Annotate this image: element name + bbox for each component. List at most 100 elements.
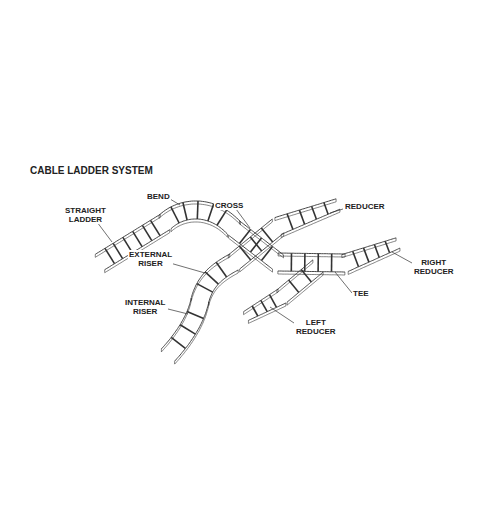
ladder-stroke	[274, 218, 275, 221]
ladder-stroke	[244, 292, 279, 315]
ladder-stroke	[183, 203, 187, 221]
ladder-stroke	[171, 207, 179, 223]
ladder-stroke	[364, 248, 369, 262]
ladder-stroke	[216, 262, 226, 277]
ladder-stroke	[191, 298, 192, 301]
ladder-stroke	[342, 241, 396, 258]
ladder-stroke	[248, 320, 249, 323]
ladder-stroke	[174, 361, 175, 364]
ladder-stroke	[285, 303, 286, 306]
ladder-stroke	[205, 272, 218, 284]
ladder-stroke	[227, 234, 228, 237]
part-label: STRAIGHT LADDER	[64, 206, 107, 224]
ladder-stroke	[336, 199, 337, 202]
ladder-stroke	[238, 270, 239, 273]
ladder-stroke	[272, 269, 273, 272]
ladder-stroke	[342, 238, 396, 255]
ladder-stroke	[270, 295, 277, 308]
ladder-stroke	[301, 270, 311, 282]
ladder-stroke	[113, 243, 122, 258]
ladder-stroke	[281, 234, 282, 237]
ladder-stroke	[209, 273, 239, 306]
ladder-stroke	[240, 233, 284, 269]
ladder-stroke	[142, 225, 151, 240]
ladder-stroke	[239, 246, 250, 260]
ladder-stroke	[317, 254, 319, 272]
ladder-stroke	[304, 253, 306, 271]
ladder-stroke	[197, 201, 199, 219]
ladder-stroke	[239, 221, 240, 224]
ladder-stroke	[133, 231, 142, 246]
ladder-stroke	[240, 236, 284, 272]
ladder-stroke	[208, 302, 209, 305]
ladder-stroke	[312, 206, 317, 219]
part-label: RIGHT REDUCER	[413, 258, 455, 276]
ladder-stroke	[287, 275, 323, 305]
ladder-stroke	[341, 255, 342, 258]
ladder-stroke	[275, 199, 336, 218]
ladder-stroke	[239, 269, 240, 272]
ladder-stroke	[348, 248, 400, 271]
ladder-stroke	[278, 271, 345, 272]
ladder-stroke	[277, 271, 278, 274]
part-label: BEND	[146, 192, 171, 201]
ladder-stroke	[191, 254, 229, 297]
ladder-stroke	[287, 214, 293, 230]
ladder-stroke	[278, 289, 279, 292]
ladder-stroke	[187, 311, 204, 318]
ladder-stroke	[272, 219, 273, 222]
ladder-stroke	[171, 229, 172, 232]
ladder-stroke	[240, 221, 284, 255]
ladder-stroke	[171, 337, 185, 348]
ladder-stroke	[312, 260, 313, 263]
ladder-stroke	[344, 272, 345, 275]
ladder-stroke	[399, 248, 400, 251]
ladder-stroke	[252, 306, 258, 316]
ladder-stroke	[385, 241, 389, 253]
ladder-stroke	[228, 222, 272, 258]
ladder-stroke	[228, 235, 229, 238]
ladder-stroke	[197, 284, 213, 293]
ladder-stroke	[261, 228, 272, 242]
ladder-stroke	[191, 298, 192, 301]
ladder-stroke	[287, 272, 323, 302]
ladder-stroke	[95, 254, 96, 257]
ladder-stroke	[217, 210, 227, 225]
ladder-stroke	[374, 245, 379, 258]
ladder-stroke	[251, 238, 262, 252]
part-label: INTERNAL RISER	[124, 298, 166, 316]
ladder-stroke	[248, 306, 286, 323]
ladder-stroke	[275, 202, 336, 221]
ladder-stroke	[209, 270, 239, 303]
ladder-stroke	[323, 272, 324, 275]
part-label: REDUCER	[344, 202, 386, 211]
ladder-stroke	[158, 215, 159, 218]
ladder-stroke	[105, 248, 115, 263]
ladder-stroke	[243, 312, 244, 315]
ladder-stroke	[287, 302, 288, 305]
ladder-stroke	[353, 251, 359, 267]
ladder-stroke	[180, 325, 195, 334]
ladder-stroke	[229, 238, 273, 272]
part-label: CROSS	[214, 201, 244, 210]
ladder-stroke	[299, 210, 304, 224]
part-label: EXTERNAL RISER	[128, 250, 173, 268]
ladder-stroke	[331, 254, 333, 272]
ladder-stroke	[278, 274, 345, 275]
part-label: TEE	[352, 289, 370, 298]
ladder-stroke	[278, 253, 345, 254]
ladder-stroke	[278, 253, 279, 256]
ladder-stroke	[289, 280, 299, 292]
ladder-stroke	[250, 237, 261, 251]
ladder-stroke	[104, 270, 105, 273]
ladder-stroke	[151, 220, 161, 235]
ladder-stroke	[261, 300, 267, 311]
ladder-stroke	[169, 230, 170, 233]
part-label: LEFT REDUCER	[295, 318, 337, 336]
ladder-stroke	[290, 253, 292, 271]
ladder-stroke	[171, 222, 228, 237]
ladder-stroke	[278, 256, 345, 257]
ladder-stroke	[396, 238, 397, 241]
